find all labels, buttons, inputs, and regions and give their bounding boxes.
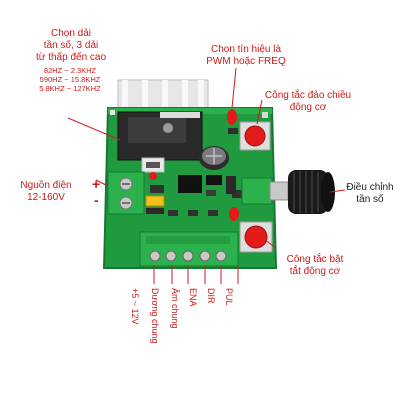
power-transistor — [117, 111, 203, 161]
onoff-button[interactable] — [239, 221, 273, 253]
freq-range-line2: tần số, 3 dải — [43, 40, 99, 51]
power-terminal — [107, 171, 145, 215]
direction-switch-label: Công tắc đảo chiều động cơ — [258, 90, 358, 114]
power-plus: + — [92, 176, 101, 192]
callout-markers — [149, 109, 239, 221]
direction-switch-line2: động cơ — [289, 102, 327, 113]
pin-label-common-positive: Dương chung — [150, 288, 160, 344]
onoff-switch-line2: tắt động cơ — [289, 266, 341, 277]
freq-range-label: Chọn dải tần số, 3 dải từ thấp đến cao — [32, 28, 110, 64]
direction-switch-line1: Công tắc đảo chiều — [264, 90, 352, 101]
freq-range-3: 5.8KHZ ~ 127KHZ — [39, 84, 101, 93]
onoff-switch-label: Công tắc bật tắt động cơ — [270, 254, 360, 278]
signal-select-label: Chọn tín hiệu là PWM hoặc FREQ — [198, 44, 294, 68]
smd-components — [141, 128, 242, 216]
signal-select-line2: PWM hoặc FREQ — [206, 56, 286, 67]
power-line1: Nguồn điện — [20, 180, 72, 191]
freq-range-2: 590HZ ~ 15.8KHZ — [39, 75, 101, 84]
power-minus: - — [94, 192, 99, 208]
power-line2: 12-160V — [27, 192, 65, 203]
pin-label-ena: ENA — [188, 288, 198, 307]
freq-adjust-line2: tần số — [356, 194, 384, 205]
onoff-switch-line1: Công tắc bật — [286, 254, 344, 265]
freq-range-list: 82HZ ~ 2.3KHZ 590HZ ~ 15.8KHZ 5.8KHZ ~ 1… — [30, 66, 110, 93]
signal-terminal — [139, 231, 239, 267]
pin-label-power: +5 ~ 12V — [130, 288, 140, 325]
pin-label-common-negative: Âm chung — [170, 288, 180, 329]
signal-select-line1: Chọn tín hiệu là — [210, 44, 282, 55]
pin-label-pul: PUL — [224, 288, 234, 306]
callout-lines — [67, 67, 346, 284]
electrolytic-capacitor — [199, 146, 229, 170]
freq-range-line3: từ thấp đến cao — [35, 52, 107, 63]
frequency-knob[interactable] — [241, 170, 335, 214]
freq-adjust-label: Điều chỉnh tần số — [342, 182, 398, 206]
power-label: Nguồn điện 12-160V — [8, 180, 84, 204]
direction-button[interactable] — [239, 121, 271, 151]
freq-range-line1: Chọn dải — [50, 28, 92, 39]
range-jumper — [145, 195, 165, 214]
freq-adjust-line1: Điều chỉnh — [346, 182, 394, 193]
pin-label-dir: DIR — [206, 288, 216, 304]
freq-range-1: 82HZ ~ 2.3KHZ — [43, 66, 97, 75]
signal-jumper — [226, 176, 236, 194]
